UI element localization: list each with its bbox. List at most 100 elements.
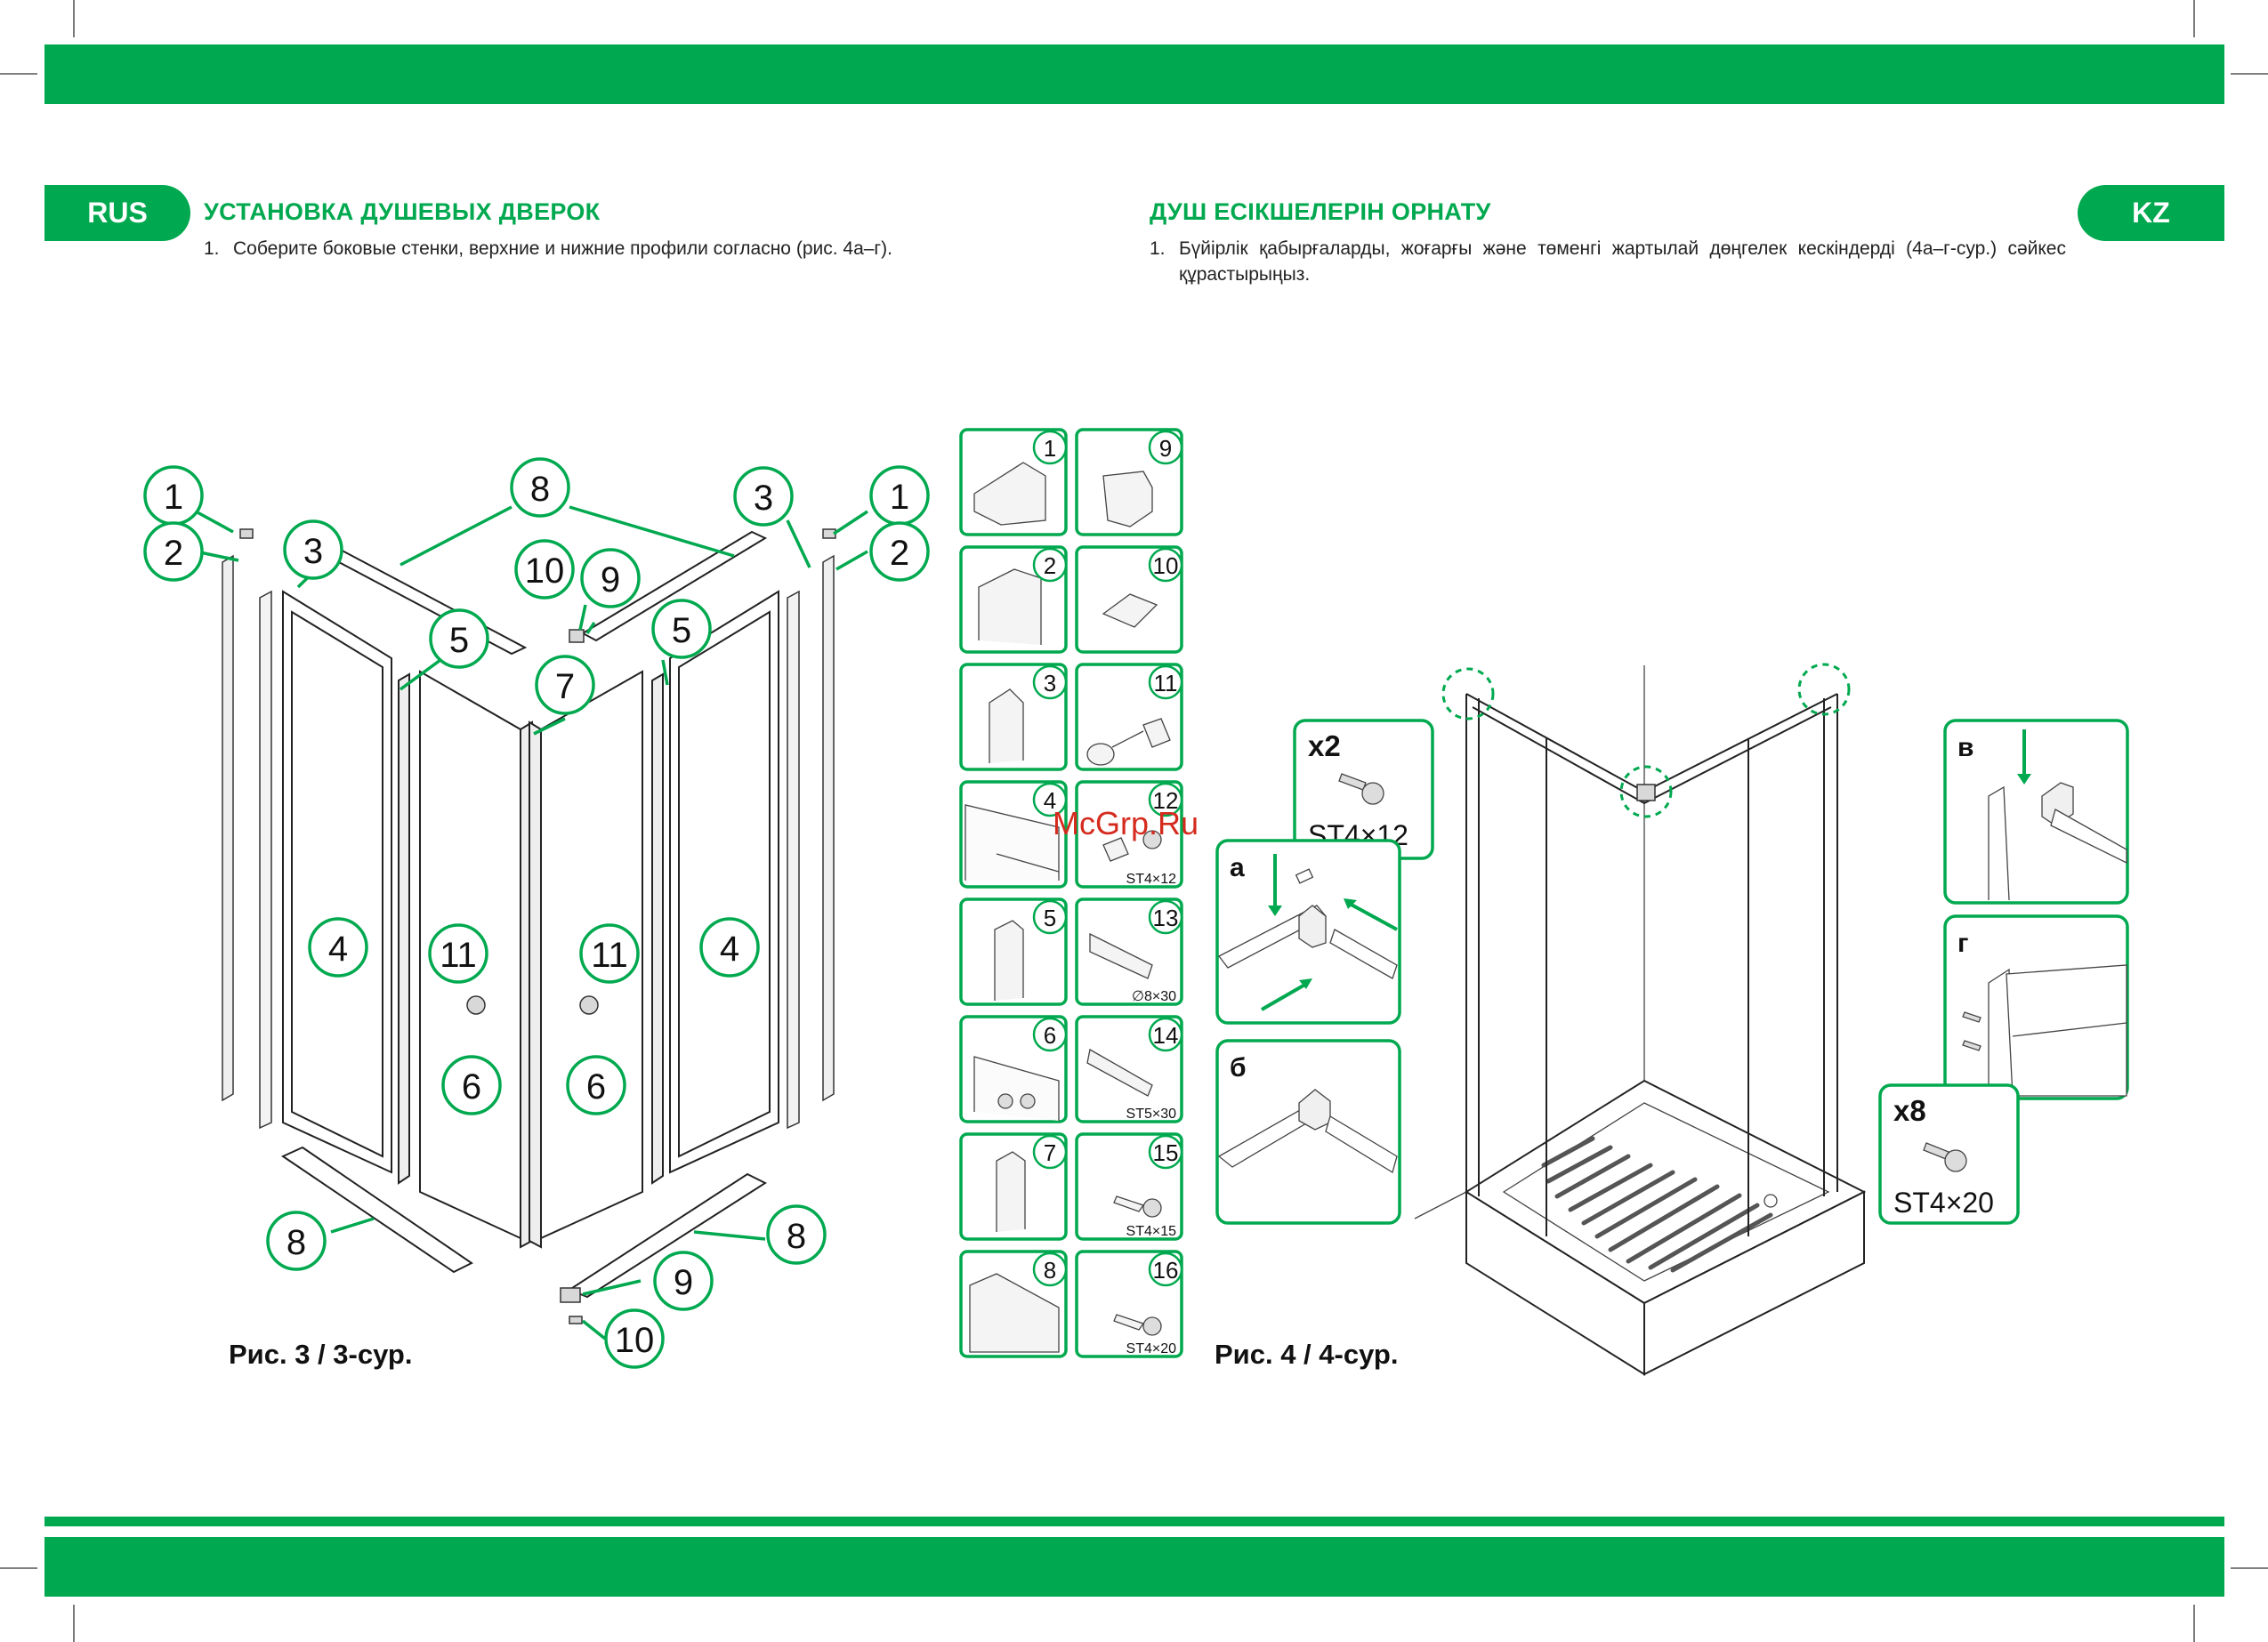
svg-text:14: 14 <box>1153 1022 1179 1049</box>
svg-text:13: 13 <box>1153 905 1179 931</box>
part-label-12: ST4×12 <box>1126 872 1177 887</box>
svg-text:9: 9 <box>601 560 620 600</box>
svg-text:10: 10 <box>615 1321 655 1360</box>
svg-text:11: 11 <box>591 936 628 975</box>
svg-text:3: 3 <box>754 479 773 518</box>
callout-9-bottom: 9 <box>653 1251 714 1311</box>
bottom-band <box>44 1537 2224 1597</box>
callout-6-left: 6 <box>441 1055 502 1115</box>
step-a-box: а <box>1215 839 1401 1025</box>
part-badge-7: 7 <box>1032 1134 1068 1170</box>
svg-text:6: 6 <box>462 1067 481 1107</box>
section-heading-kz: ДУШ ЕСІКШЕЛЕРІН ОРНАТУ <box>1150 198 1491 225</box>
step-g-box: г <box>1943 914 2129 1100</box>
watermark: McGrp.Ru <box>1053 805 1199 841</box>
svg-text:в: в <box>1957 733 1973 762</box>
part-badge-4: 4 <box>1032 782 1068 817</box>
callout-5-right: 5 <box>651 599 712 659</box>
callout-1-left: 1 <box>143 465 204 526</box>
svg-text:10: 10 <box>1153 552 1179 579</box>
svg-text:1: 1 <box>164 478 183 517</box>
figure-4-caption: Рис. 4 / 4-сур. <box>1215 1339 1399 1370</box>
corner-cap-bottom <box>560 1287 581 1303</box>
step-number-rus: 1. <box>204 238 220 259</box>
svg-text:12: 12 <box>1153 787 1179 814</box>
svg-text:6: 6 <box>1044 1022 1056 1049</box>
figure-4-assembly-diagram: x2 ST4×12 а б в <box>1215 663 2129 1376</box>
language-tab-rus: RUS <box>44 185 190 241</box>
part-badge-5: 5 <box>1032 899 1068 935</box>
part-badge-13: 13 <box>1148 899 1183 935</box>
part-badge-16: 16 <box>1148 1252 1183 1287</box>
part-badge-11: 11 <box>1148 664 1183 700</box>
language-tab-kz: KZ <box>2078 185 2224 241</box>
highlight-corner <box>1619 765 1673 818</box>
part-badge-1: 1 <box>1032 430 1068 465</box>
svg-text:а: а <box>1230 853 1245 882</box>
svg-text:2: 2 <box>890 534 909 573</box>
corner-plug-bottom <box>569 1316 583 1324</box>
bottom-profile-left <box>280 1146 473 1274</box>
shower-tray <box>1465 1079 1867 1376</box>
svg-text:5: 5 <box>672 611 691 650</box>
figure-3-caption: Рис. 3 / 3-сур. <box>229 1339 413 1370</box>
svg-text:9: 9 <box>1159 435 1172 462</box>
callout-3-right: 3 <box>733 466 794 527</box>
svg-text:11: 11 <box>1154 670 1178 696</box>
callout-8-top: 8 <box>510 457 570 518</box>
cap-top-left <box>239 528 254 539</box>
callout-4-left: 4 <box>308 917 368 978</box>
screw-box-x8: x8 ST4×20 <box>1878 1083 2020 1225</box>
part-badge-8: 8 <box>1032 1252 1068 1287</box>
svg-text:7: 7 <box>555 667 575 706</box>
svg-text:2: 2 <box>1044 552 1056 579</box>
screw-box-x2: x2 ST4×12 <box>1293 719 1434 860</box>
svg-text:6: 6 <box>586 1067 606 1107</box>
part-label-13: ∅8×30 <box>1132 989 1176 1004</box>
highlight-top-left <box>1441 667 1495 720</box>
part-badge-15: 15 <box>1148 1134 1183 1170</box>
svg-text:x8: x8 <box>1893 1094 1926 1127</box>
svg-text:5: 5 <box>1044 905 1056 931</box>
callout-2-left: 2 <box>143 521 204 582</box>
svg-text:8: 8 <box>530 470 550 509</box>
callout-10-bottom: 10 <box>604 1308 665 1369</box>
step-text-rus: Соберите боковые стенки, верхние и нижни… <box>233 238 892 259</box>
svg-text:5: 5 <box>449 621 469 660</box>
svg-text:3: 3 <box>1044 670 1056 696</box>
callout-6-right: 6 <box>566 1055 626 1115</box>
part-label-14: ST5×30 <box>1126 1107 1177 1122</box>
callout-8-bottom-right: 8 <box>766 1204 827 1265</box>
callout-3-left: 3 <box>283 519 343 580</box>
parts-grid: 1 9 2 10 3 11 4 12 5 13 6 14 7 15 8 16 S… <box>959 428 1183 1358</box>
callout-7: 7 <box>535 655 595 715</box>
callout-9-top: 9 <box>580 548 641 608</box>
svg-text:4: 4 <box>328 930 348 969</box>
cap-top-right <box>822 528 836 539</box>
top-band <box>44 44 2224 104</box>
callout-2-right: 2 <box>869 521 930 582</box>
part-badge-6: 6 <box>1032 1017 1068 1052</box>
svg-text:3: 3 <box>303 532 323 571</box>
part-badge-3: 3 <box>1032 664 1068 700</box>
svg-text:4: 4 <box>1044 787 1056 814</box>
svg-text:10: 10 <box>525 551 565 591</box>
corner-cap-top <box>569 629 585 643</box>
callout-4-right: 4 <box>699 917 760 978</box>
svg-text:x2: x2 <box>1308 729 1341 762</box>
step-number-kz: 1. <box>1150 238 1166 259</box>
svg-text:1: 1 <box>1044 435 1056 462</box>
svg-text:4: 4 <box>720 930 739 969</box>
svg-text:ST4×20: ST4×20 <box>1893 1187 1994 1219</box>
figure-3-exploded-diagram: 1 2 3 8 10 9 5 7 5 3 1 2 4 11 11 4 6 6 8… <box>143 457 930 1369</box>
svg-text:11: 11 <box>440 936 477 975</box>
part-badge-14: 14 <box>1148 1017 1183 1052</box>
left-side-panels <box>222 554 533 1249</box>
callout-11-left: 11 <box>428 923 488 984</box>
callout-1-right: 1 <box>869 465 930 526</box>
step-v-box: в <box>1943 719 2129 905</box>
callout-8-bottom-left: 8 <box>266 1211 327 1271</box>
step-text-kz: Бүйірлік қабырғаларды, жоғарғы және төме… <box>1179 238 2066 285</box>
section-heading-rus: УСТАНОВКА ДУШЕВЫХ ДВЕРОК <box>204 198 601 225</box>
